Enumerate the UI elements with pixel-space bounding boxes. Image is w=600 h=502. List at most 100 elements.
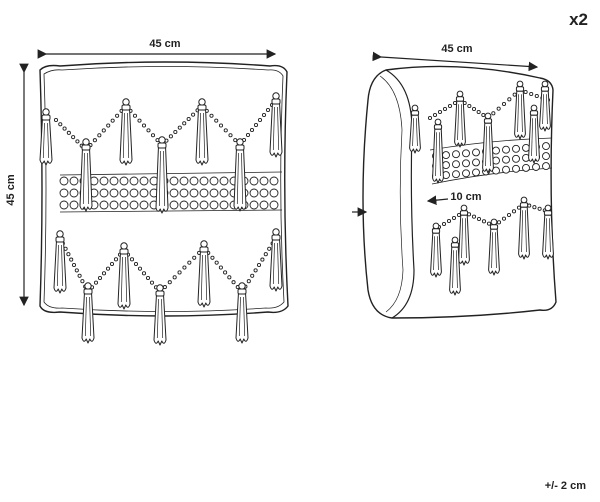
bead [259, 176, 269, 186]
bead [512, 154, 520, 163]
bead [537, 206, 542, 211]
bead [119, 188, 129, 198]
bead [233, 138, 238, 143]
bead [228, 133, 233, 138]
tassel-strands [269, 239, 283, 292]
bead [249, 188, 259, 198]
side-width-label: 45 cm [441, 43, 472, 55]
tassel-cap [520, 196, 528, 204]
bead [249, 200, 259, 210]
bead [169, 188, 179, 198]
bead [250, 273, 255, 278]
bead [502, 165, 510, 174]
bead [427, 115, 433, 121]
tassel [542, 204, 554, 260]
bead [219, 176, 229, 186]
tassel [79, 138, 93, 212]
tassel-strand-line [236, 152, 239, 205]
tassel-cap [198, 98, 206, 106]
tassel-knot [197, 104, 207, 111]
tassel-strand-line [47, 122, 50, 159]
tassel-strand-line [545, 218, 547, 253]
bead [182, 265, 187, 270]
bead [189, 188, 199, 198]
tassel [409, 104, 421, 154]
tassel-knot [235, 144, 245, 151]
bead [507, 97, 512, 102]
bead [259, 200, 269, 210]
tassel-cap [236, 138, 244, 146]
tassel-knot [519, 202, 529, 208]
tassel-strands [119, 109, 133, 166]
bead [80, 279, 85, 284]
side-tassels [409, 80, 554, 296]
bead [186, 116, 191, 122]
tassel-strand-line [125, 256, 128, 303]
bead [145, 275, 151, 281]
tassel-knot [237, 288, 247, 295]
tassel [53, 230, 67, 294]
tassel-strands [233, 149, 247, 212]
tassel [117, 242, 131, 310]
bead [105, 266, 111, 271]
tassel-strand-line [87, 152, 90, 205]
tassel-strands [488, 228, 500, 276]
tassel-strand-line [546, 94, 548, 125]
bead [191, 112, 196, 117]
bead [447, 103, 453, 109]
bead [109, 200, 119, 210]
bead [209, 188, 219, 198]
tolerance-label: +/- 2 cm [544, 480, 586, 492]
bead [471, 214, 477, 219]
bead [69, 176, 79, 186]
tassel-cap [544, 204, 552, 212]
tassel-cap [272, 92, 280, 100]
tassel-cap [42, 108, 50, 116]
tassel-strand-line [452, 250, 454, 289]
front-width-label: 45 cm [149, 38, 180, 50]
tassel-strand-line [84, 296, 87, 337]
tassel-strand-line [461, 218, 463, 259]
tassel-strands [539, 90, 551, 132]
tassel-knot [455, 96, 465, 102]
tassel-strand-line [203, 112, 206, 159]
tassel [539, 80, 551, 132]
tassel-strand-line [521, 210, 523, 253]
bead [58, 122, 63, 127]
tassel-strand-line [272, 106, 275, 151]
tassel-strands [449, 246, 461, 296]
bead [62, 126, 67, 131]
bead [99, 188, 109, 198]
bead [452, 160, 460, 169]
bead [218, 123, 224, 128]
tassel-cap [516, 80, 524, 88]
tassel [528, 104, 540, 164]
bead [71, 262, 77, 268]
tassel-knot [55, 236, 65, 243]
tassel [81, 282, 95, 344]
bead [69, 257, 74, 262]
bead [141, 271, 147, 276]
bead [74, 268, 79, 273]
tassel-cap [434, 118, 442, 126]
tassel-strand-line [89, 296, 92, 337]
tassel-knot [543, 210, 553, 216]
tassel-knot [155, 290, 165, 297]
bead [532, 163, 540, 171]
bead [139, 200, 149, 210]
bead [253, 122, 259, 128]
tassel-cap [530, 104, 538, 112]
bead [189, 200, 199, 210]
tassel-cap [56, 230, 64, 238]
bead [501, 216, 507, 221]
bead [179, 176, 189, 186]
bead [472, 158, 480, 167]
bead [167, 280, 172, 285]
tassel-strand-line [198, 112, 201, 159]
bead [109, 261, 115, 267]
bead [442, 161, 450, 170]
tassel-strand-line [200, 254, 203, 301]
bead [452, 170, 460, 179]
tassel-strand-line [517, 94, 519, 133]
tassel-strands [269, 103, 283, 158]
